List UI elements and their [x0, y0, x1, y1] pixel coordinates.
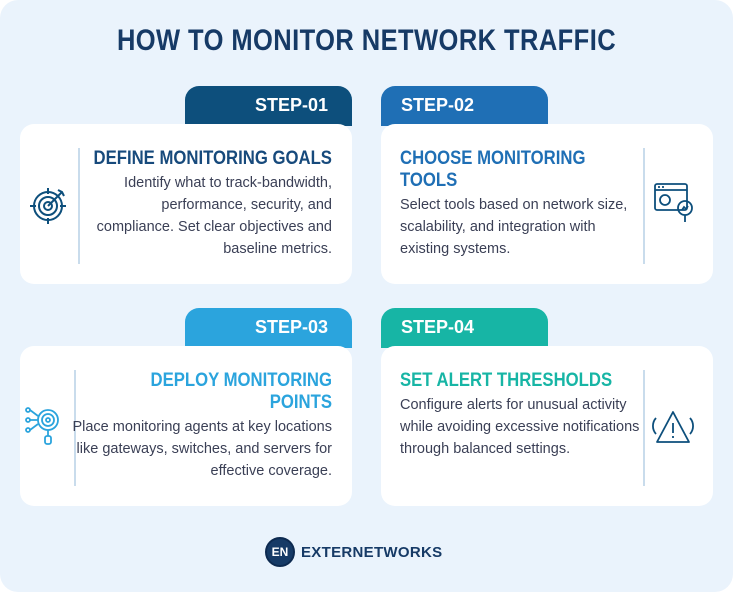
step-03-card: DEPLOY MONITORING POINTS Place monitorin… [20, 346, 352, 506]
step-01-card: DEFINE MONITORING GOALS Identify what to… [20, 124, 352, 284]
step-03-body: Place monitoring agents at key locations… [72, 419, 332, 479]
step-02-tab: STEP-02 [381, 86, 548, 126]
step-02-title: CHOOSE MONITORING TOOLS [400, 148, 586, 191]
step-04-body: Configure alerts for unusual activity wh… [400, 397, 640, 457]
step-02-card: CHOOSE MONITORING TOOLS Select tools bas… [381, 124, 713, 284]
dashboard-search-icon [654, 183, 693, 222]
step-01-tab: STEP-01 [185, 86, 352, 126]
step-04-tab: STEP-04 [381, 308, 548, 348]
step-01-title: DEFINE MONITORING GOALS [93, 148, 332, 169]
brand-name: EXTERNETWORKS [301, 543, 443, 561]
step-02-body: Select tools based on network size, scal… [400, 197, 628, 257]
step-04-title: SET ALERT THRESHOLDS [400, 370, 613, 391]
target-icon [30, 188, 66, 224]
brand-logo: EN EXTERNETWORKS [265, 537, 442, 567]
brand-mark: EN [265, 537, 295, 567]
step-03-tab: STEP-03 [185, 308, 352, 348]
page-title: HOW TO MONITOR NETWORK TRAFFIC [116, 24, 617, 57]
alert-warning-icon [652, 411, 694, 443]
step-03-title: DEPLOY MONITORING POINTS [150, 370, 332, 413]
step-01-body: Identify what to track-bandwidth, perfor… [96, 175, 332, 257]
step-04-card: SET ALERT THRESHOLDS Configure alerts fo… [381, 346, 713, 506]
network-scan-icon [25, 407, 59, 445]
